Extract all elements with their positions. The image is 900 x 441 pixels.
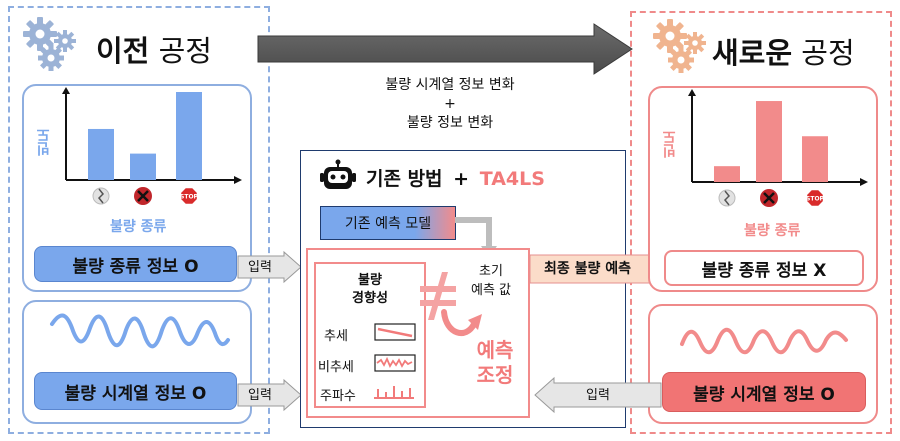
robot-icon bbox=[320, 159, 356, 189]
new-type-info: 불량 종류 정보 X bbox=[664, 250, 864, 286]
adjust-arrow-icon bbox=[441, 309, 482, 336]
bar-1 bbox=[714, 166, 740, 182]
process-change-arrow bbox=[257, 23, 633, 75]
new-timeseries-wave bbox=[680, 327, 848, 355]
input-arrow-3 bbox=[534, 376, 662, 414]
bar-3 bbox=[802, 136, 828, 182]
gear-icon bbox=[23, 17, 76, 71]
new-process-region bbox=[630, 11, 892, 434]
stop-icon-text: STOP bbox=[806, 196, 825, 203]
new-process-title: 새로운 공정 bbox=[712, 36, 855, 70]
input-label-2: 입력 bbox=[248, 388, 272, 403]
prediction-adjust-label: 예측 조정 bbox=[476, 338, 514, 387]
stop-icon: STOP bbox=[806, 189, 825, 207]
input-label-3: 입력 bbox=[586, 388, 610, 403]
y-axis-arrow bbox=[688, 89, 696, 96]
trend-label: 추세 bbox=[324, 329, 348, 344]
broken-icon bbox=[134, 187, 152, 205]
not-equal-icon bbox=[420, 272, 456, 320]
crack-icon bbox=[718, 189, 736, 207]
input-arrow-1 bbox=[237, 250, 302, 284]
previous-process-title: 이전 공정 bbox=[96, 34, 212, 68]
defect-type-label: 불량 종류 bbox=[744, 223, 801, 239]
final-prediction-label: 최종 불량 예측 bbox=[544, 261, 632, 277]
change-plus: + bbox=[444, 96, 456, 112]
broken-icon bbox=[760, 189, 778, 207]
nontrend-label: 비추세 bbox=[318, 360, 354, 375]
frequency-axis-label: 빈도 bbox=[36, 128, 52, 156]
new-defect-chart: STOP bbox=[688, 89, 868, 207]
previous-defect-chart: STOP bbox=[62, 87, 242, 205]
bar-3 bbox=[176, 92, 202, 180]
frequency-icon bbox=[374, 386, 414, 399]
previous-timeseries-wave bbox=[50, 313, 230, 349]
bar-1 bbox=[88, 128, 114, 180]
bar-2 bbox=[130, 153, 156, 180]
x-axis-arrow bbox=[860, 178, 868, 186]
stop-icon-text: STOP bbox=[180, 194, 199, 201]
initial-prediction: 초기 예측 값 bbox=[470, 264, 511, 298]
previous-type-info: 불량 종류 정보 O bbox=[34, 246, 237, 282]
crack-icon bbox=[92, 187, 110, 205]
change-line-2: 불량 정보 변화 bbox=[406, 115, 494, 131]
defect-type-label: 불량 종류 bbox=[110, 219, 167, 235]
x-axis-arrow bbox=[234, 176, 242, 184]
stop-icon: STOP bbox=[180, 187, 199, 205]
y-axis-arrow bbox=[62, 87, 70, 94]
input-arrow-2 bbox=[237, 378, 302, 412]
method-title: 기존 방법 + TA4LS bbox=[366, 168, 545, 190]
existing-model-box: 기존 예측 모델 bbox=[320, 206, 456, 240]
new-timeseries-info: 불량 시계열 정보 O bbox=[662, 372, 866, 412]
input-label-1: 입력 bbox=[248, 260, 272, 275]
previous-timeseries-info: 불량 시계열 정보 O bbox=[34, 372, 237, 410]
bar-2 bbox=[756, 101, 782, 182]
frequency-axis-label: 빈도 bbox=[662, 130, 678, 158]
gear-icon bbox=[653, 19, 706, 73]
change-description: 불량 시계열 정보 변화 + 불량 정보 변화 bbox=[340, 76, 560, 133]
change-line-1: 불량 시계열 정보 변화 bbox=[385, 77, 515, 93]
nontrend-icon bbox=[374, 354, 416, 372]
frequency-label: 주파수 bbox=[320, 389, 356, 404]
trend-icon bbox=[374, 323, 416, 341]
previous-process-region bbox=[8, 6, 270, 434]
tendency-title: 불량 경향성 bbox=[352, 273, 388, 306]
